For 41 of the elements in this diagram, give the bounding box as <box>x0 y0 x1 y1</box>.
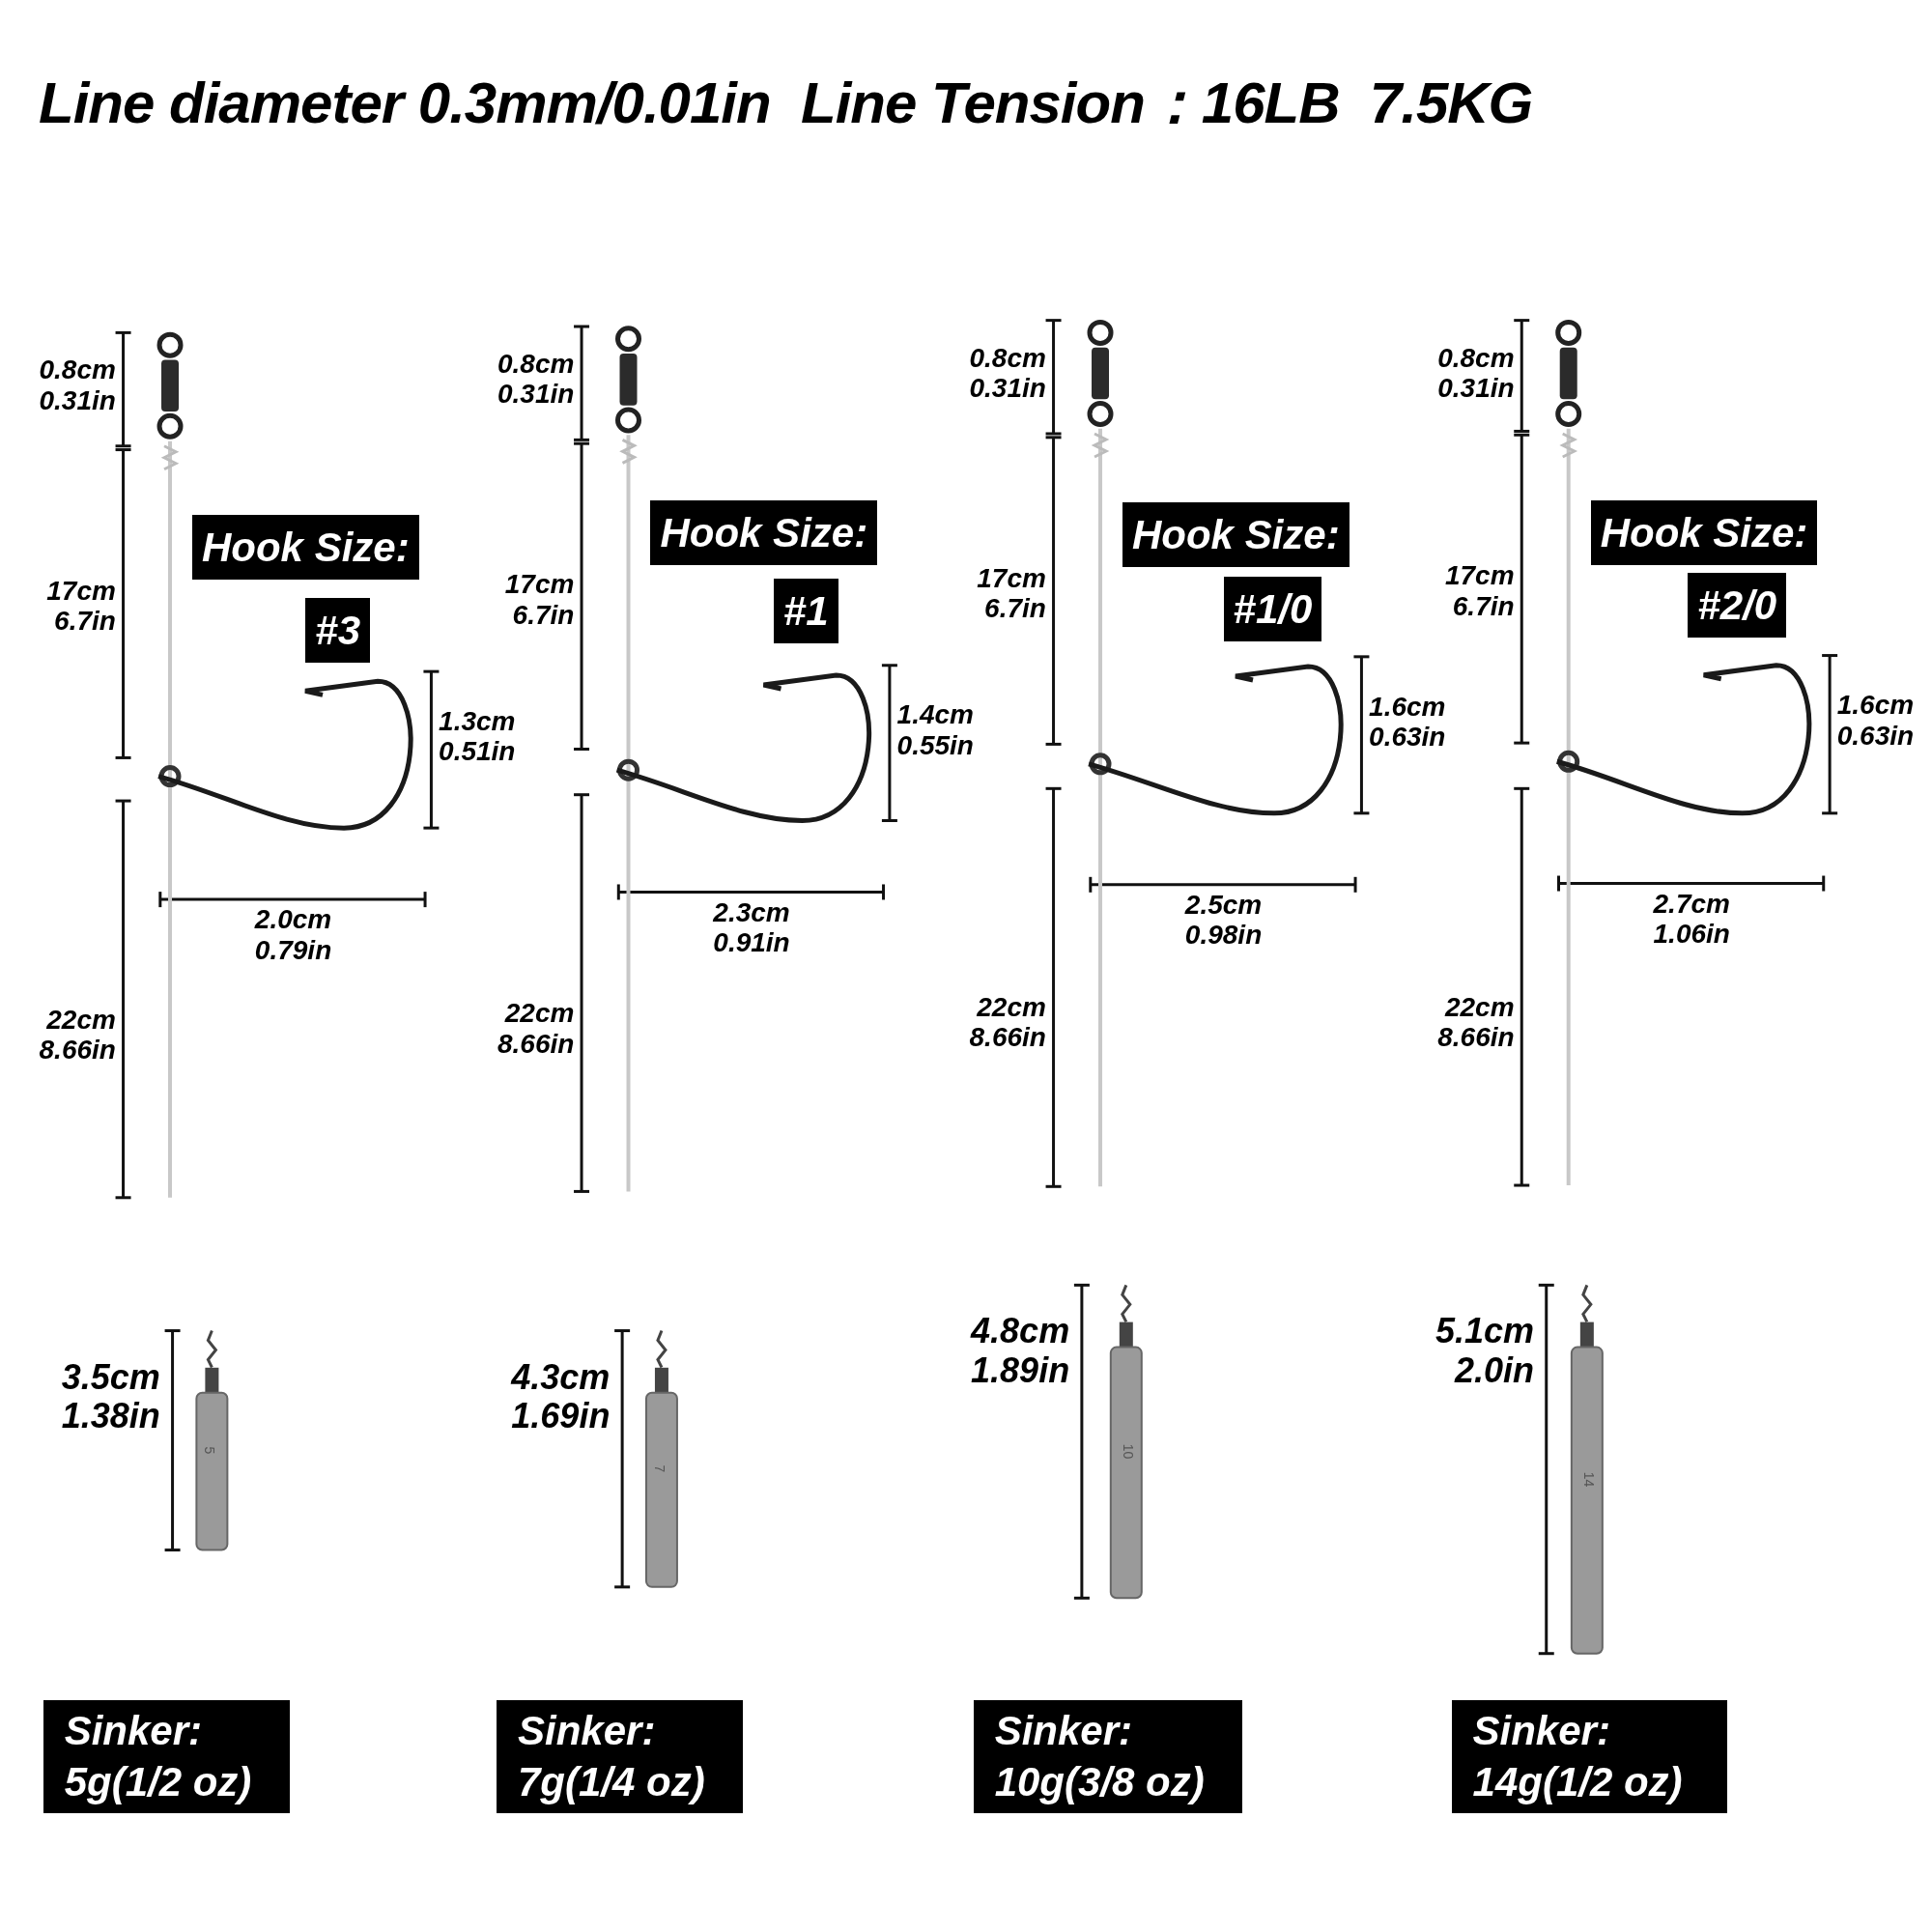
dimension-label: 5.1cm 2.0in <box>1435 1312 1534 1391</box>
embossed-number: 7 <box>651 1464 669 1473</box>
hook-size-label: Hook Size: <box>650 499 878 565</box>
dimension-label: 17cm 6.7in <box>504 569 575 630</box>
embossed-number: 10 <box>1120 1444 1138 1460</box>
dimension-label: 3.5cm 1.38in <box>61 1357 160 1436</box>
dimension-label: 22cm 8.66in <box>1437 991 1515 1053</box>
dimension-label: 17cm 6.7in <box>977 562 1046 624</box>
dimension-label: 17cm 6.7in <box>46 575 116 637</box>
sinker-label: Sinker: 7g(1/4 oz) <box>497 1700 744 1814</box>
dimension-label: 2.3cm 0.91in <box>713 896 790 958</box>
dimension-label: 1.6cm 0.63in <box>1369 691 1446 753</box>
dimension-label: 22cm 8.66in <box>969 991 1046 1053</box>
dimension-label: 17cm 6.7in <box>1444 560 1515 622</box>
dimension-label: 1.4cm 0.55in <box>896 699 974 761</box>
hook-size-label: Hook Size: <box>1122 502 1350 568</box>
title: Line diameter 0.3mm/0.01in Line Tension：16LB 7.5KG <box>39 70 1533 137</box>
dimension-label: 4.3cm 1.69in <box>511 1357 611 1436</box>
embossed-number: 14 <box>1580 1471 1599 1488</box>
sinker-label: Sinker: 5g(1/2 oz) <box>43 1700 290 1814</box>
hook-size-label: Hook Size: <box>1590 499 1818 565</box>
dimension-label: 0.8cm 0.31in <box>969 342 1046 404</box>
sinker-label: Sinker: 10g(3/8 oz) <box>973 1700 1242 1814</box>
dimension-label: 2.5cm 0.98in <box>1184 889 1263 951</box>
dimension-label: 0.8cm 0.31in <box>1437 342 1515 404</box>
hook-size-label: Hook Size: <box>191 515 419 581</box>
hook-number-label: #1/0 <box>1223 576 1322 641</box>
dimension-label: 0.8cm 0.31in <box>39 355 116 416</box>
embossed-number: 5 <box>201 1446 219 1455</box>
dimension-label: 22cm 8.66in <box>39 1004 116 1065</box>
hook-number-label: #2/0 <box>1688 573 1787 639</box>
dimension-label: 2.0cm 0.79in <box>254 904 332 965</box>
hook-number-label: #1 <box>774 579 838 644</box>
sinker-label: Sinker: 14g(1/2 oz) <box>1451 1700 1728 1814</box>
dimension-label: 1.3cm 0.51in <box>439 705 516 767</box>
dimension-label: 0.8cm 0.31in <box>497 348 575 410</box>
dimension-label: 4.8cm 1.89in <box>971 1312 1070 1391</box>
dimension-label: 2.7cm 1.06in <box>1653 888 1730 950</box>
dimension-label: 22cm 8.66in <box>497 998 575 1059</box>
hook-number-label: #3 <box>305 597 371 663</box>
dimension-label: 1.6cm 0.63in <box>1836 690 1915 751</box>
